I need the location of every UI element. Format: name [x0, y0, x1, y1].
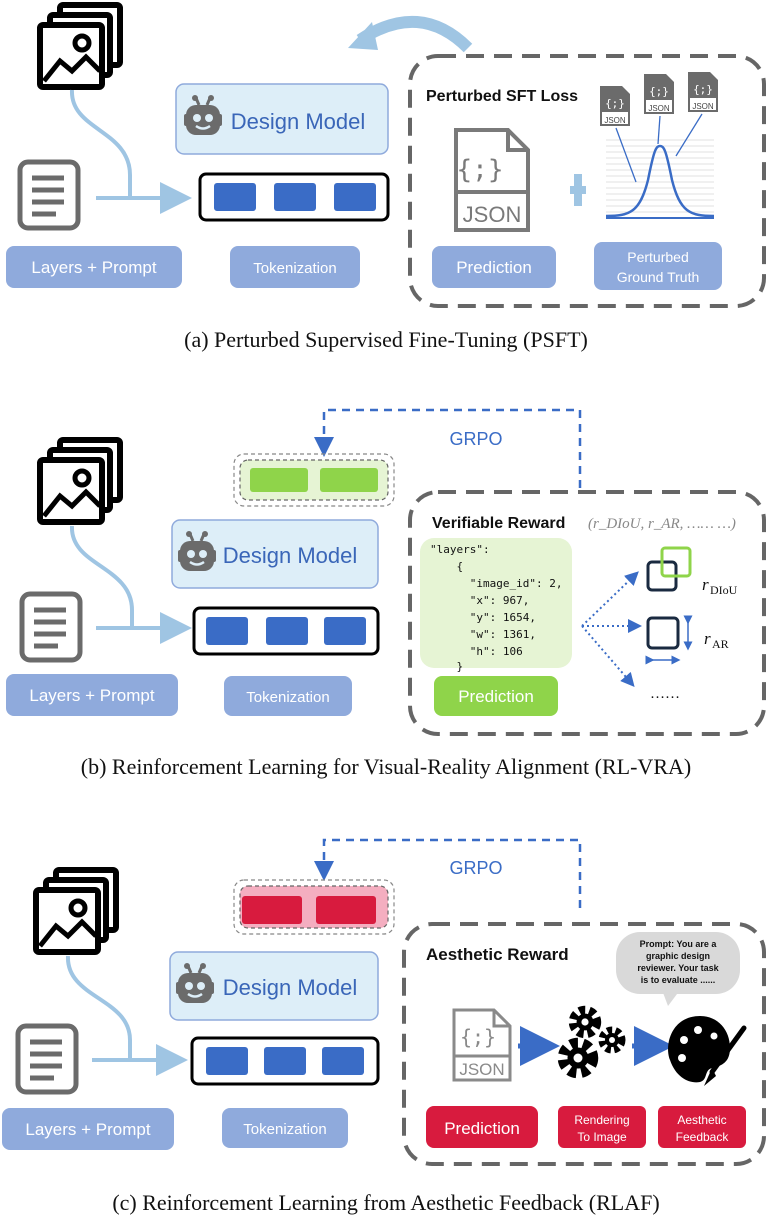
svg-text:Layers + Prompt: Layers + Prompt — [29, 686, 154, 705]
rendering-box — [558, 1106, 646, 1148]
reward-title: Verifiable Reward — [432, 515, 565, 532]
perturbed-sft-loss-frame — [408, 54, 766, 308]
layers-prompt-box — [6, 674, 178, 716]
prediction-box — [426, 1106, 538, 1148]
image-stack-icon — [40, 5, 120, 87]
svg-text:r: r — [702, 575, 709, 594]
svg-text:{;}: {;} — [649, 85, 669, 98]
reward-title: Aesthetic Reward — [426, 945, 569, 964]
document-icon — [20, 162, 78, 228]
svg-text:……: …… — [650, 686, 680, 702]
design-model-box — [169, 951, 379, 1021]
grpo-dashed-arrow — [314, 408, 582, 488]
svg-text:Ground Truth: Ground Truth — [617, 269, 700, 285]
svg-text:Aesthetic: Aesthetic — [677, 1113, 726, 1127]
svg-text:Prediction: Prediction — [444, 1119, 520, 1138]
panel-b: GRPO Layers + Prompt Design Model Tokeni… — [6, 408, 766, 779]
palette-icon — [668, 1016, 747, 1086]
svg-text:JSON: JSON — [648, 104, 670, 113]
svg-text:{;}: {;} — [693, 83, 713, 96]
svg-text:"image_id": 2,: "image_id": 2, — [430, 577, 562, 590]
svg-text:JSON: JSON — [459, 1060, 504, 1079]
panel-c: GRPO Layers + Prompt Design Model Tokeni… — [2, 838, 766, 1215]
document-icon — [18, 1026, 76, 1092]
svg-text:Prompt: You are a: Prompt: You are a — [640, 939, 718, 949]
svg-text:Feedback: Feedback — [676, 1130, 730, 1144]
verifiable-reward-frame — [408, 490, 766, 736]
svg-text:Rendering: Rendering — [574, 1113, 629, 1127]
panel-a: Layers + Prompt Design Model Tokenizatio… — [6, 5, 766, 352]
svg-text:"y": 1654,: "y": 1654, — [430, 611, 536, 624]
svg-text:Perturbed: Perturbed — [627, 249, 688, 265]
layers-prompt-label: Layers + Prompt — [31, 258, 156, 277]
diou-boxes-icon — [646, 546, 692, 592]
gears-icon — [563, 1010, 622, 1073]
svg-text:{;}: {;} — [457, 155, 504, 185]
caption-a: (a) Perturbed Supervised Fine-Tuning (PS… — [184, 327, 588, 352]
svg-text:Tokenization: Tokenization — [243, 1121, 326, 1138]
tokenization-box — [222, 1108, 348, 1148]
image-stack-icon — [36, 870, 116, 952]
perturbed-ground-truth-box — [594, 242, 722, 290]
svg-text:}: } — [430, 660, 463, 673]
caption-b: (b) Reinforcement Learning for Visual-Re… — [81, 754, 691, 779]
json-file-icon — [452, 1008, 512, 1082]
gaussian-plot — [605, 139, 715, 219]
svg-text:"x": 967,: "x": 967, — [430, 594, 529, 607]
aesthetic-reward-frame — [402, 922, 766, 1166]
svg-text:JSON: JSON — [463, 202, 522, 227]
caption-c: (c) Reinforcement Learning from Aestheti… — [112, 1190, 659, 1215]
prediction-box — [432, 246, 556, 288]
token — [334, 183, 376, 211]
svg-text:DIoU: DIoU — [710, 583, 738, 597]
prediction-box — [434, 676, 558, 716]
svg-text:JSON: JSON — [604, 116, 626, 125]
code-block — [420, 538, 572, 668]
svg-text:Tokenization: Tokenization — [246, 689, 329, 706]
svg-text:{;}: {;} — [605, 97, 625, 110]
green-token — [320, 468, 378, 492]
tokenization-box — [224, 676, 352, 716]
aspect-ratio-icon — [645, 615, 693, 665]
design-model-box — [175, 83, 389, 155]
tokenization-label: Tokenization — [253, 260, 336, 277]
red-token — [242, 896, 302, 924]
grpo-dashed-arrow — [314, 838, 582, 908]
prompt-bubble: Prompt: You are a graphic design reviewe… — [616, 932, 740, 1006]
svg-text:"layers":: "layers": — [430, 543, 490, 556]
grpo-label: GRPO — [449, 429, 502, 449]
svg-text:"w": 1361,: "w": 1361, — [430, 628, 536, 641]
token — [214, 183, 256, 211]
tokenization-box — [230, 246, 360, 288]
reward-terms: (r_DIoU, r_AR, …… …) — [588, 516, 736, 532]
svg-text:is to evaluate ......: is to evaluate ...... — [641, 975, 716, 985]
svg-text:r: r — [704, 629, 711, 648]
svg-text:reviewer. Your task: reviewer. Your task — [637, 963, 719, 973]
svg-text:Design Model: Design Model — [223, 975, 358, 1000]
aesthetic-feedback-box — [658, 1106, 746, 1148]
svg-text:"h": 106: "h": 106 — [430, 645, 523, 658]
layers-prompt-box — [2, 1108, 174, 1150]
svg-text:{: { — [430, 560, 463, 573]
token — [274, 183, 316, 211]
svg-text:Layers + Prompt: Layers + Prompt — [25, 1120, 150, 1139]
svg-text:To Image: To Image — [577, 1130, 627, 1144]
loss-title: Perturbed SFT Loss — [426, 88, 578, 105]
svg-text:{;}: {;} — [460, 1025, 496, 1049]
design-model-label: Design Model — [231, 109, 366, 134]
green-token — [250, 468, 308, 492]
svg-text:AR: AR — [712, 637, 729, 651]
layers-prompt-box — [6, 246, 182, 288]
design-model-box — [171, 519, 379, 589]
grpo-label: GRPO — [449, 858, 502, 878]
svg-text:graphic design: graphic design — [646, 951, 710, 961]
svg-text:Prediction: Prediction — [458, 687, 534, 706]
prediction-label: Prediction — [456, 258, 532, 277]
image-stack-icon — [40, 440, 120, 522]
svg-text:JSON: JSON — [692, 102, 714, 111]
red-token — [316, 896, 376, 924]
svg-text:Design Model: Design Model — [223, 543, 358, 568]
document-icon — [22, 594, 80, 660]
